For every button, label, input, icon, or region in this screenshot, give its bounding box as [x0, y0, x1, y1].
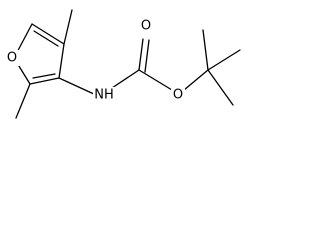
bond-c4-methyl [63, 9, 73, 45]
atom-ester-oxygen: O [171, 87, 185, 103]
bond-c3-n [58, 77, 97, 96]
bond-cq-methyl-up [202, 29, 209, 71]
carbonyl-oxygen-label: O [141, 19, 151, 34]
bond-carbonyl-ester-o [138, 69, 173, 91]
furan-ring [13, 23, 65, 85]
amine-label: NH [94, 88, 114, 103]
bond-c2-c3-inner [32, 73, 56, 79]
bond-ester-o-cq [183, 69, 209, 91]
bond-carbonyl-o-inner [144, 39, 150, 73]
atom-amine: NH [93, 87, 115, 103]
bond-c4-c5 [31, 23, 65, 45]
atom-ring-oxygen: O [6, 50, 20, 66]
bond-carbonyl-o-outer [138, 38, 144, 71]
bond-c3-c4 [58, 43, 65, 79]
bond-cq-methyl-right [207, 49, 241, 71]
bond-c2-methyl [15, 83, 31, 119]
bond-n-carbonyl [111, 69, 140, 89]
bond-c2-c3 [29, 77, 60, 85]
ester-oxygen-label: O [173, 88, 183, 103]
bond-c4-c5-inner [33, 30, 59, 47]
chemical-structure: O NH O O [6, 9, 241, 119]
atom-carbonyl-oxygen: O [139, 18, 153, 34]
bond-cq-methyl-down [207, 69, 234, 106]
ring-oxygen-label: O [7, 51, 17, 66]
